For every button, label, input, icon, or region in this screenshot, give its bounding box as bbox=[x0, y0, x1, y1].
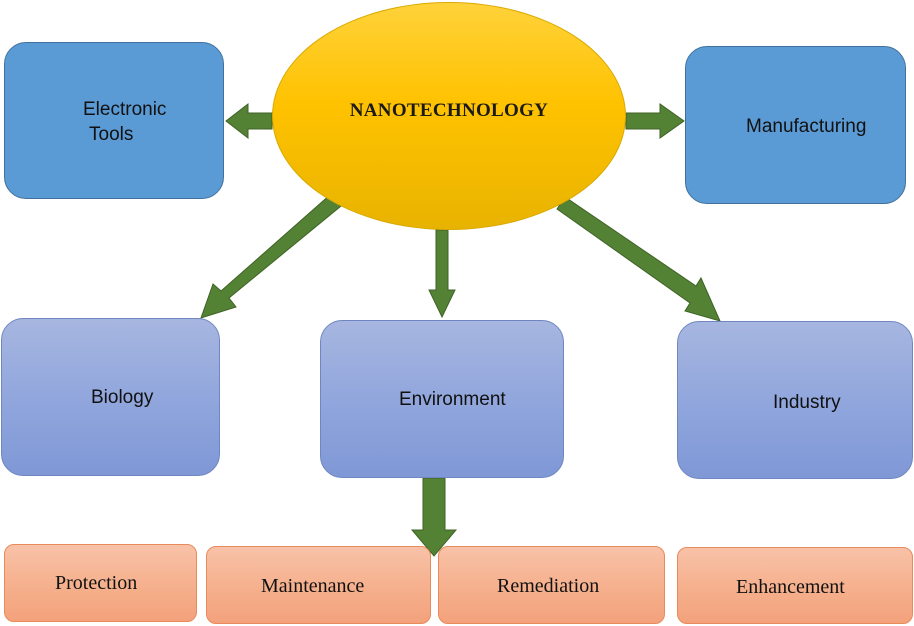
manufacturing-box bbox=[685, 46, 906, 204]
biology-label: Biology bbox=[91, 387, 154, 408]
remediation-label: Remediation bbox=[497, 575, 600, 597]
arrow-to-bottom-row bbox=[410, 477, 458, 557]
arrow-to-industry bbox=[556, 196, 721, 322]
environment-box bbox=[320, 320, 564, 478]
manufacturing-label: Manufacturing bbox=[746, 116, 867, 137]
protection-label: Protection bbox=[55, 572, 138, 594]
industry-label: Industry bbox=[773, 392, 841, 413]
electronic-tools-label-line2: Tools bbox=[89, 124, 134, 145]
industry-box bbox=[677, 321, 913, 479]
center-label: NANOTECHNOLOGY bbox=[349, 100, 549, 121]
enhancement-label: Enhancement bbox=[736, 576, 845, 598]
maintenance-label: Maintenance bbox=[261, 575, 365, 597]
enhancement-box bbox=[677, 547, 913, 624]
arrow-to-electronic-tools bbox=[225, 102, 273, 140]
center-ellipse bbox=[272, 2, 626, 230]
remediation-box bbox=[438, 546, 665, 624]
arrow-to-biology bbox=[200, 193, 342, 319]
environment-label: Environment bbox=[399, 389, 506, 410]
electronic-tools-label-line1: Electronic bbox=[83, 99, 167, 120]
electronic-tools-box bbox=[4, 42, 224, 199]
maintenance-box bbox=[206, 546, 431, 624]
protection-box bbox=[4, 544, 197, 622]
arrow-to-environment bbox=[428, 229, 456, 319]
biology-box bbox=[1, 318, 220, 476]
arrow-to-manufacturing bbox=[625, 103, 685, 139]
